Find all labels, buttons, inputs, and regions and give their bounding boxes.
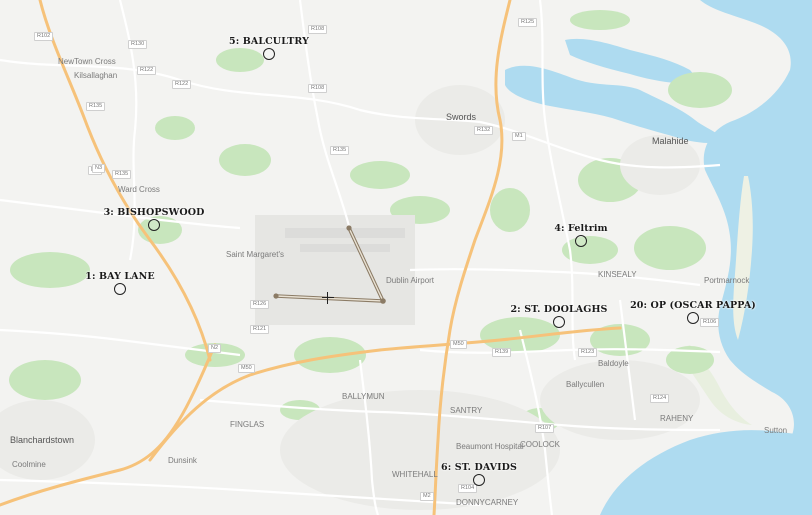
place-baldoyle: Baldoyle — [598, 359, 629, 368]
road-badge: R124 — [650, 394, 670, 403]
marker-label: 3: BISHOPSWOOD — [103, 207, 205, 218]
road-badge: R108 — [308, 25, 328, 34]
place-beaumont: Beaumont Hospital — [456, 442, 524, 451]
place-sutton: Sutton — [764, 426, 788, 435]
place-newtown-cross: NewTown Cross — [58, 57, 116, 66]
road-badge: M50 — [450, 340, 467, 349]
marker-label: 5: BALCULTRY — [229, 36, 309, 47]
circle-marker-icon[interactable] — [575, 235, 587, 247]
road-badge: N3 — [92, 164, 106, 173]
place-coolock: COOLOCK — [520, 440, 561, 449]
place-blanchardstown: Blanchardstown — [10, 435, 75, 445]
road-badge: R121 — [250, 325, 270, 334]
road-badge: M50 — [238, 364, 255, 373]
road-badge: M1 — [512, 132, 526, 141]
portmarnock-strand — [733, 176, 753, 340]
marker-label: 6: ST. DAVIDS — [441, 462, 517, 473]
road-badge: R125 — [518, 18, 538, 27]
road-badge: R122 — [172, 80, 192, 89]
road-badge: R135 — [112, 170, 132, 179]
place-malahide: Malahide — [652, 136, 689, 146]
road-badge: R107 — [535, 424, 555, 433]
place-raheny: RAHENY — [660, 414, 694, 423]
road-badge: R102 — [34, 32, 54, 41]
road-badge: R123 — [578, 348, 598, 357]
road-badge: R122 — [137, 66, 157, 75]
place-dunsink: Dunsink — [168, 456, 197, 465]
place-dublin-airport: Dublin Airport — [386, 276, 435, 285]
crosshair-icon — [322, 292, 334, 304]
road-badge: N2 — [208, 344, 222, 353]
marker-label: 2: ST. DOOLAGHS — [510, 304, 608, 315]
circle-marker-icon[interactable] — [263, 48, 275, 60]
marker-label: 4: Feltrim — [554, 223, 608, 234]
dublin-bay — [600, 430, 812, 515]
circle-marker-icon[interactable] — [553, 316, 565, 328]
road-badge: R135 — [86, 102, 106, 111]
place-st-margarets: Saint Margaret's — [226, 250, 284, 259]
place-donnycarney: DONNYCARNEY — [456, 498, 519, 507]
road-badge: M2 — [420, 492, 434, 501]
road-badge: R126 — [250, 300, 270, 309]
place-finglas: FINGLAS — [230, 420, 265, 429]
road-badge: R108 — [308, 84, 328, 93]
place-kilsallaghan: Kilsallaghan — [74, 71, 118, 80]
place-coolmine: Coolmine — [12, 460, 46, 469]
place-portmarnock: Portmarnock — [704, 276, 750, 285]
motorways — [0, 0, 622, 515]
road-badge: R106 — [700, 318, 720, 327]
minor-roads — [0, 0, 721, 515]
circle-marker-icon[interactable] — [114, 283, 126, 295]
estuary-upper — [565, 38, 700, 84]
place-kinsaley: KINSEALY — [598, 270, 637, 279]
place-whitehall: WHITEHALL — [392, 470, 438, 479]
place-ballymun: BALLYMUN — [342, 392, 385, 401]
sea — [700, 0, 812, 515]
road-badge: R139 — [492, 348, 512, 357]
place-ballycullen: Ballycullen — [566, 380, 605, 389]
place-swords: Swords — [446, 112, 477, 122]
malahide-estuary — [505, 65, 724, 143]
road-badge: R132 — [474, 126, 494, 135]
place-santry: SANTRY — [450, 406, 483, 415]
road-badge: R104 — [458, 484, 478, 493]
marker-label: 1: BAY LANE — [85, 271, 155, 282]
road-badge: R130 — [128, 40, 148, 49]
place-ward-cross: Ward Cross — [118, 185, 160, 194]
road-badge: R135 — [330, 146, 350, 155]
circle-marker-icon[interactable] — [687, 312, 699, 324]
circle-marker-icon[interactable] — [148, 219, 160, 231]
circle-marker-icon[interactable] — [473, 474, 485, 486]
marker-label: 20: OP (OSCAR PAPPA) — [630, 300, 756, 311]
